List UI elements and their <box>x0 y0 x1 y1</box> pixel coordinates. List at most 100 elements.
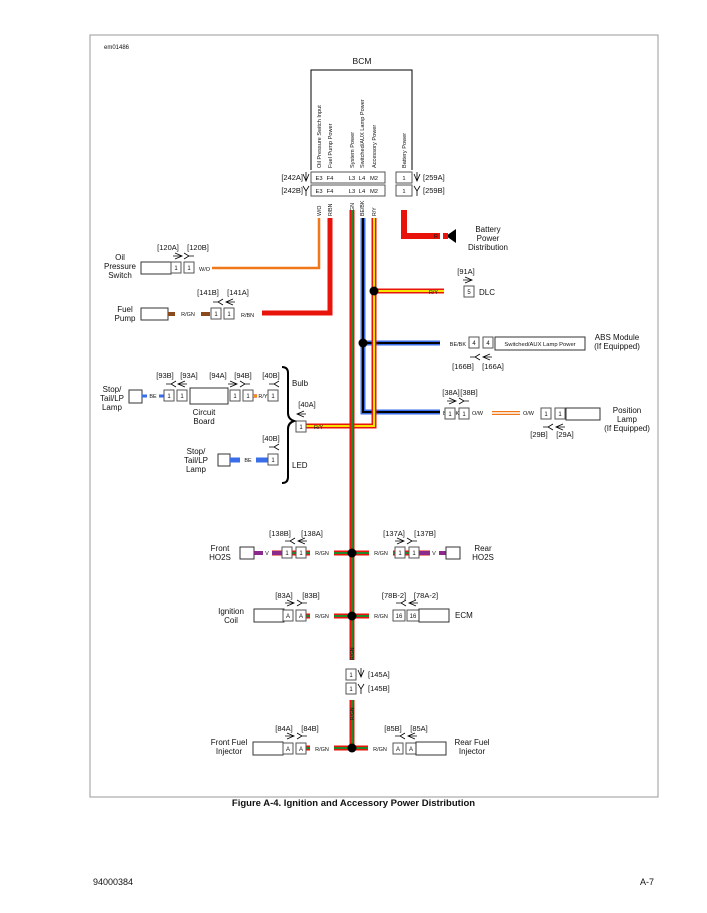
connector-label: [85B] <box>384 724 402 733</box>
connector-label: [94A] <box>209 371 227 380</box>
connector-pin-label: A <box>286 614 290 620</box>
bcm-pin-id: E3 <box>315 176 322 182</box>
female-terminal-icon <box>543 423 554 431</box>
connector-label: [145B] <box>368 684 390 693</box>
connector-pin-label: 1 <box>299 425 303 431</box>
oil-switch-label: Switch <box>108 271 132 280</box>
wire-w-o <box>212 218 321 270</box>
connector-label: [83B] <box>302 591 320 600</box>
wire-code: R/GN <box>315 614 329 620</box>
label-bg <box>310 549 334 557</box>
male-terminal-icon <box>228 380 239 388</box>
label-bg <box>368 745 392 753</box>
connector-pin-label: 1 <box>285 551 289 557</box>
wire-code: R/GN <box>350 707 356 720</box>
male-terminal-icon <box>481 353 492 361</box>
connector-pin-label: 1 <box>349 687 353 693</box>
label-bg <box>263 549 272 557</box>
connector-label: [83A] <box>275 591 293 600</box>
bcm-pin-id: M2 <box>370 189 378 195</box>
wire-code: R/Y <box>429 290 439 296</box>
connector-label: [141A] <box>227 288 249 297</box>
connector-pin <box>183 261 195 274</box>
label-bg <box>430 549 439 557</box>
fuel-pump-body <box>140 307 169 321</box>
male-terminal-icon <box>285 732 296 740</box>
abs-connector-pin-label: 4 <box>486 341 490 347</box>
connector-pin-label: 1 <box>558 412 562 418</box>
oil-switch-label: Pressure <box>104 262 137 271</box>
connector-label: [137A] <box>383 529 405 538</box>
connector-label: [40B] <box>262 371 280 380</box>
bcm-connector-242a <box>310 171 386 184</box>
connector-pin-label: 1 <box>174 266 178 272</box>
bcm-connector-242b <box>310 184 386 197</box>
label-bg <box>310 612 334 620</box>
wire-code: R/GN <box>350 647 356 660</box>
label-bg <box>175 310 201 318</box>
wire-r-bn <box>262 218 333 316</box>
bracket-icon <box>281 366 298 484</box>
battery-lead <box>443 233 448 239</box>
connector-label: [84A] <box>275 724 293 733</box>
label-bg <box>240 456 256 464</box>
connector-label: [145A] <box>368 670 390 679</box>
connector-pin-label: 1 <box>246 394 250 400</box>
bcm-title: BCM <box>353 56 372 66</box>
connector-pin <box>267 453 279 466</box>
connector-pin-label: 16 <box>410 614 417 620</box>
connector-label: [38A] <box>442 388 460 397</box>
male-terminal-icon <box>296 537 307 545</box>
abs-body <box>494 336 586 351</box>
ecm-body <box>418 608 450 623</box>
connector-pin <box>282 742 294 755</box>
male-terminal-icon <box>413 172 421 183</box>
connector-label: [242A] <box>281 173 303 182</box>
connector-pin-label: A <box>299 747 303 753</box>
connector-pin <box>282 609 294 622</box>
bcm-pin-id: L4 <box>359 176 366 182</box>
wire-code: R/Y <box>258 394 268 400</box>
stop-lamp-led-label: Lamp <box>186 465 207 474</box>
bcm-connector-259a <box>395 171 413 184</box>
female-terminal-icon <box>213 298 224 306</box>
rear-injector-label: Rear Fuel <box>454 738 489 747</box>
connector-label: [29A] <box>556 430 574 439</box>
female-terminal-icon <box>395 732 406 740</box>
wire-code: R/Y <box>372 207 378 216</box>
wire-code: R/BN <box>241 313 254 319</box>
bcm-pin-label: Switched/AUX Lamp Power <box>360 99 366 168</box>
connector-pin <box>281 546 293 559</box>
circuit-board-label: Board <box>193 417 214 426</box>
wire-be-bk-stripe <box>362 218 440 413</box>
connector-label: [78B-2] <box>382 591 406 600</box>
connector-pin <box>345 682 357 695</box>
connector-pin <box>392 609 406 622</box>
bcm-pin-id: 1 <box>402 176 405 182</box>
bcm-box <box>310 69 413 170</box>
connector-pin-label: 1 <box>271 394 275 400</box>
female-terminal-icon <box>269 443 280 451</box>
rear-injector-label: Injector <box>459 747 486 756</box>
connector-pin <box>295 420 307 433</box>
figure-id: em01486 <box>104 45 130 51</box>
position-lamp-label: Position <box>613 406 641 415</box>
connector-pin <box>229 389 241 402</box>
bcm-pin-id: M2 <box>370 176 378 182</box>
wire-code: R/GN <box>374 614 388 620</box>
battery-terminal-icon <box>446 229 456 243</box>
bcm-pin-label: Battery Power <box>402 133 408 168</box>
female-terminal-icon <box>239 380 250 388</box>
ignition-coil-label: Coil <box>224 616 238 625</box>
wire-code: BE/BK <box>360 200 366 216</box>
connector-pin-label: 1 <box>462 412 466 418</box>
position-lamp-label: (If Equipped) <box>604 424 650 433</box>
connector-pin <box>394 546 406 559</box>
front-injector-body <box>252 741 284 756</box>
splice-dot <box>347 743 357 753</box>
bracket-label-led: LED <box>292 461 308 470</box>
wire-code: R/GN <box>181 312 195 318</box>
ignition-coil-body <box>253 608 285 623</box>
wire-code: R <box>434 234 438 240</box>
female-terminal-icon <box>296 732 307 740</box>
